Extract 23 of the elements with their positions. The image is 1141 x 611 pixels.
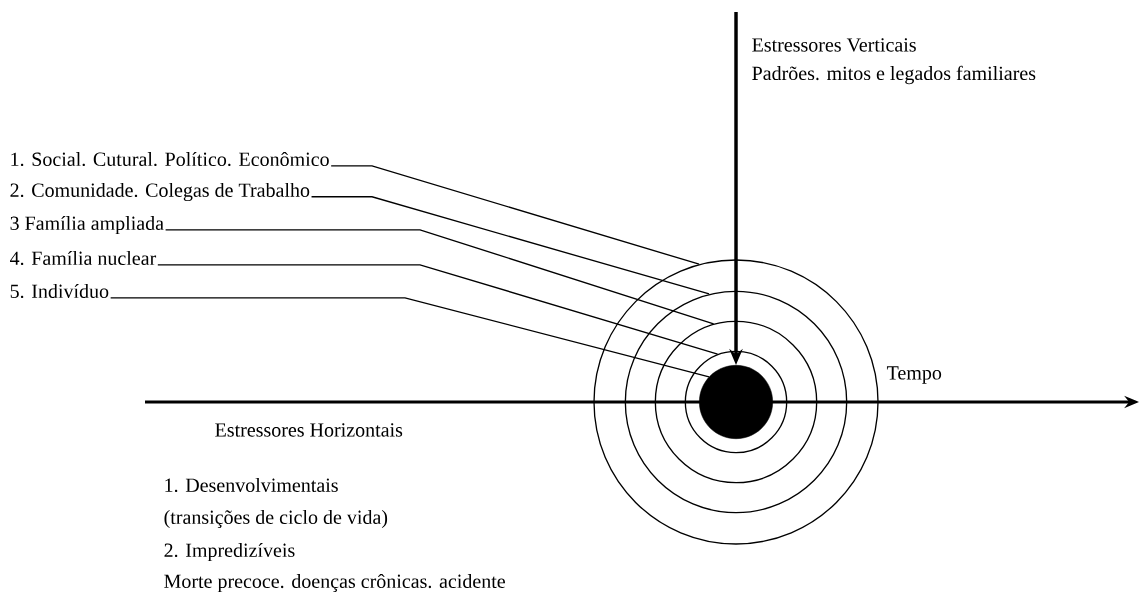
ring xyxy=(684,350,788,454)
leader-line xyxy=(110,297,710,378)
leader-line xyxy=(330,165,700,265)
text-label: Estressores Horizontais xyxy=(213,421,405,439)
ring xyxy=(593,259,879,545)
list-label: 5. Indivíduo xyxy=(10,283,109,299)
text-label: (transições de ciclo de vida) xyxy=(162,508,390,530)
text-label: 1. Desenvolvimentais xyxy=(162,476,340,494)
leader-line xyxy=(164,229,715,325)
leader-line xyxy=(310,196,710,295)
list-label: 1. Social. Cutural. Político. Econômico xyxy=(11,151,329,167)
list-label: 4. Família nuclear xyxy=(10,250,157,266)
text-label: Padrões. mitos e legados familiares xyxy=(750,64,1038,86)
text-label: Morte precoce. doenças crônicas. acidente xyxy=(162,572,507,594)
ring xyxy=(654,320,818,484)
list-label: 2. Comunidade. Colegas de Trabalho xyxy=(10,182,310,202)
ring xyxy=(624,290,848,514)
center-dot xyxy=(699,365,773,439)
list-label: 3 Família ampliada xyxy=(10,215,164,235)
text-label: Estressores Verticais xyxy=(750,36,918,54)
text-label: Tempo xyxy=(885,365,944,385)
text-label: 2. Impredizíveis xyxy=(162,541,297,563)
leader-line xyxy=(157,264,719,355)
